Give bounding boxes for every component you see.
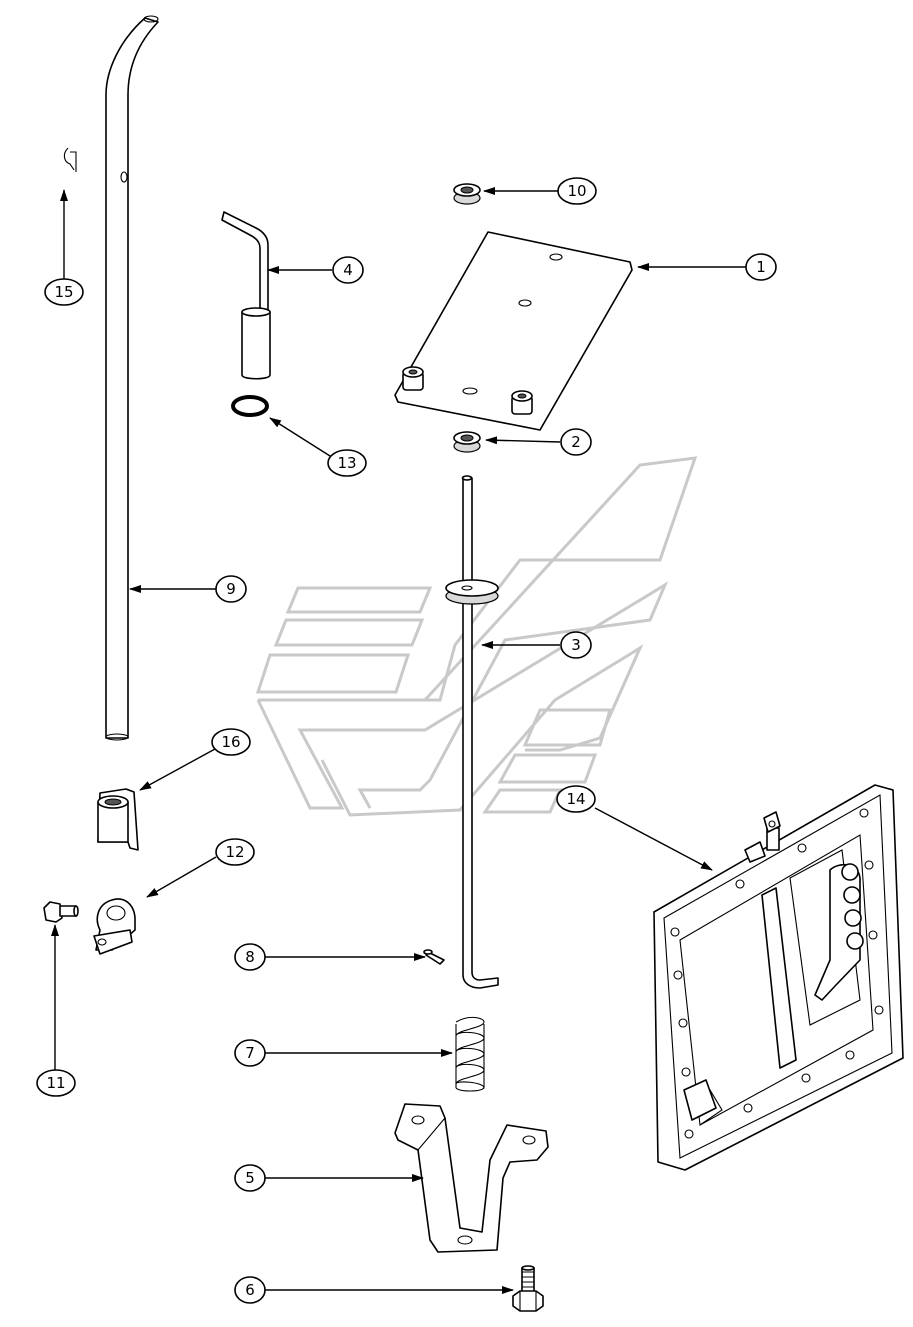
callout-6-label: 6 xyxy=(245,1281,255,1299)
part-14-cover xyxy=(653,784,904,1171)
leader-14 xyxy=(594,807,713,871)
part-16-clip xyxy=(97,788,139,851)
callout-1: 1 xyxy=(745,253,777,281)
callout-8-label: 8 xyxy=(245,948,255,966)
callout-12: 12 xyxy=(215,838,255,866)
part-9-long-rod xyxy=(105,15,159,741)
callout-12-label: 12 xyxy=(225,843,244,861)
callout-14: 14 xyxy=(556,785,596,813)
part-5-u-bracket xyxy=(394,1103,549,1253)
part-4-pin-sleeve xyxy=(221,211,271,380)
callout-11: 11 xyxy=(36,1069,76,1097)
callout-10: 10 xyxy=(557,177,597,205)
part-13-o-ring xyxy=(231,395,269,417)
callout-3: 3 xyxy=(560,631,592,659)
callout-13: 13 xyxy=(327,449,367,477)
callout-9: 9 xyxy=(215,575,247,603)
part-2-bushing xyxy=(453,431,481,453)
leader-2 xyxy=(485,436,561,445)
leader-12 xyxy=(146,856,217,898)
leader-13 xyxy=(269,417,331,457)
callout-16-label: 16 xyxy=(221,733,240,751)
callout-15: 15 xyxy=(44,278,84,306)
callout-4-label: 4 xyxy=(343,261,353,279)
part-6-bolt xyxy=(512,1265,544,1312)
part-11-bolt xyxy=(43,901,79,923)
leader-16 xyxy=(139,748,216,791)
callout-10-label: 10 xyxy=(567,182,586,200)
callout-3-label: 3 xyxy=(571,636,581,654)
part-15-cotter-pin xyxy=(63,147,77,172)
callout-5: 5 xyxy=(234,1164,266,1192)
part-1-plate xyxy=(394,231,633,431)
leader-lines xyxy=(51,187,746,1294)
callout-1-label: 1 xyxy=(756,258,766,276)
callout-13-label: 13 xyxy=(337,454,356,472)
part-7-spring xyxy=(455,1016,485,1092)
callout-4: 4 xyxy=(332,256,364,284)
callout-7: 7 xyxy=(234,1039,266,1067)
callout-11-label: 11 xyxy=(46,1074,65,1092)
callout-2-label: 2 xyxy=(571,433,581,451)
watermark-logo xyxy=(255,456,698,817)
part-3-shaft xyxy=(445,475,499,989)
callout-16: 16 xyxy=(211,728,251,756)
callout-8: 8 xyxy=(234,943,266,971)
callout-5-label: 5 xyxy=(245,1169,255,1187)
callout-2: 2 xyxy=(560,428,592,456)
callout-14-label: 14 xyxy=(566,790,585,808)
part-10-bushing xyxy=(453,183,481,205)
callout-15-label: 15 xyxy=(54,283,73,301)
part-8-cotter-pin xyxy=(423,949,445,965)
part-12-clamp xyxy=(93,898,136,955)
callout-7-label: 7 xyxy=(245,1044,255,1062)
callout-9-label: 9 xyxy=(226,580,236,598)
callout-6: 6 xyxy=(234,1276,266,1304)
